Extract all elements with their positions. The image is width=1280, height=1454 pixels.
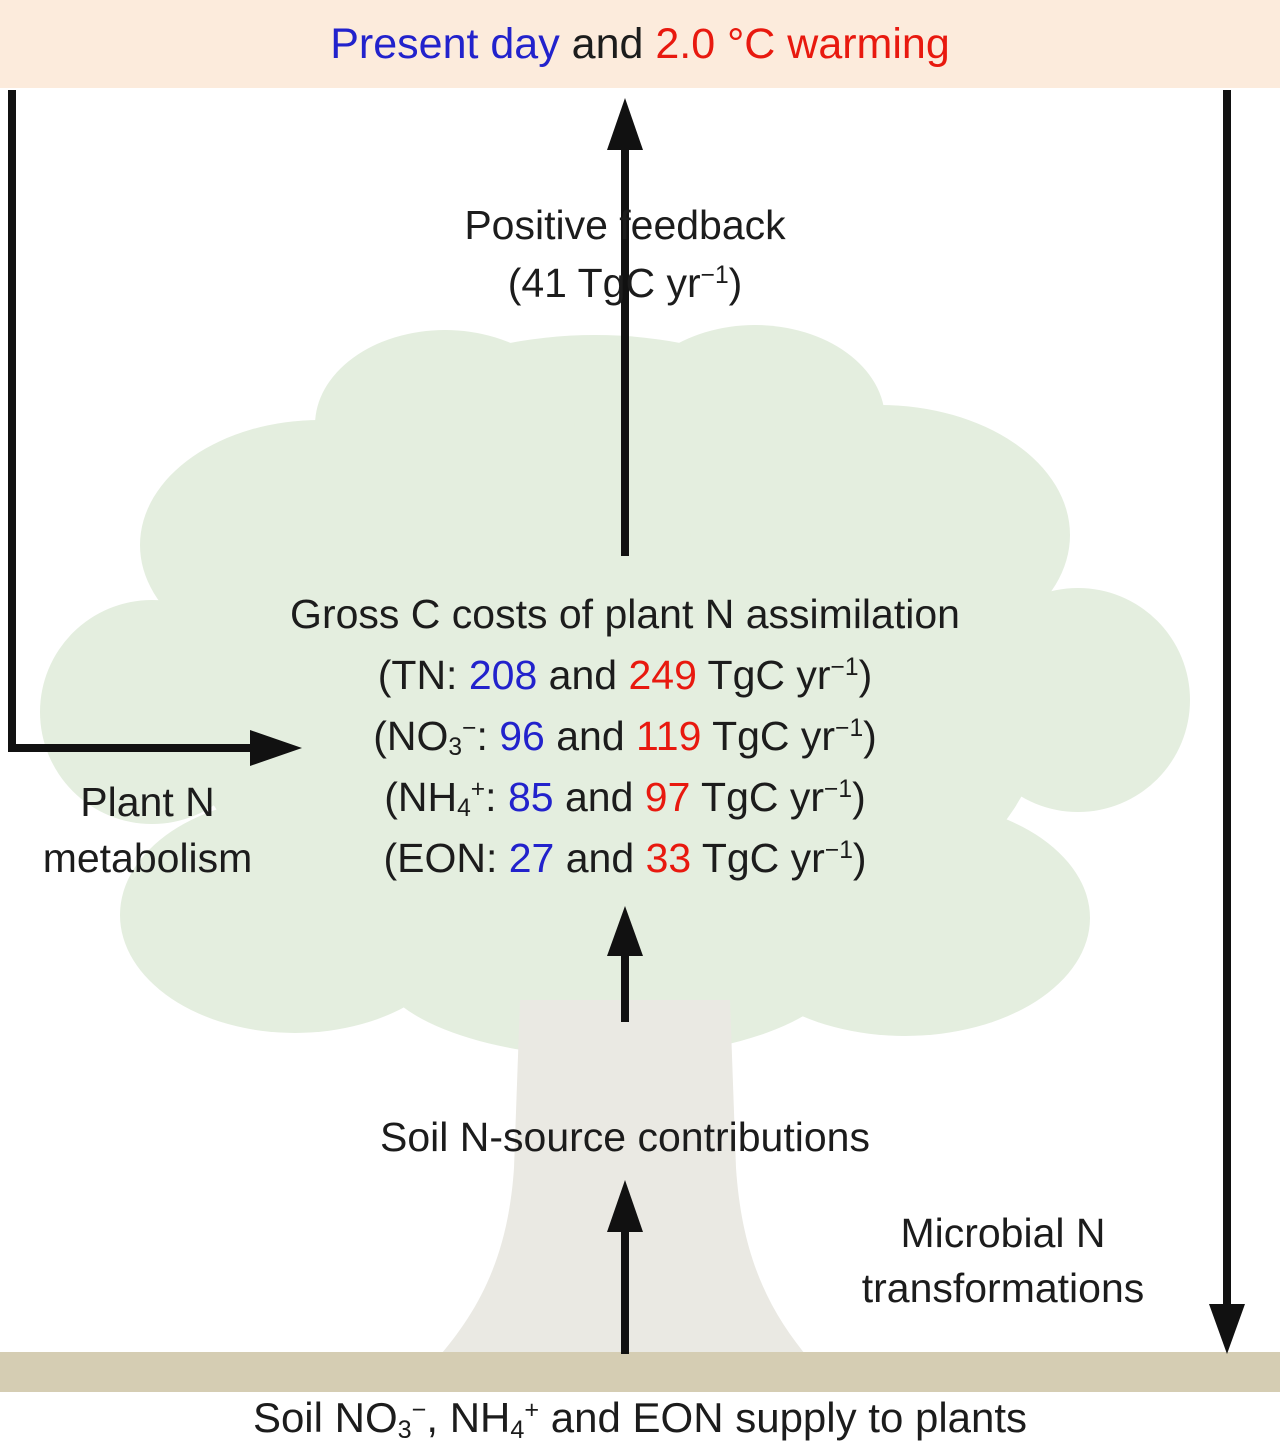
crown-line-eon: (EON: 27 and 33 TgC yr−1) [383, 835, 867, 881]
soil-to-crown-arrow [607, 906, 643, 1022]
crown-title: Gross C costs of plant N assimilation [290, 591, 960, 637]
scenario-banner-text: Present day and 2.0 °C warming [330, 20, 950, 68]
microbial-n-arrow [1209, 90, 1245, 1354]
scenario-banner: Present day and 2.0 °C warming [0, 0, 1280, 88]
crown-line-no3: (NO3−: 96 and 119 TgC yr−1) [373, 713, 877, 762]
crown-assimilation-block: Gross C costs of plant N assimilation (T… [125, 584, 1125, 889]
crown-line-tn: (TN: 208 and 249 TgC yr−1) [377, 652, 873, 698]
microbial-n-label: Microbial N transformations [788, 1206, 1218, 1316]
positive-feedback-title: Positive feedback [464, 202, 786, 248]
plant-n-line-1: Plant N [80, 779, 215, 825]
microbial-line-2: transformations [861, 1265, 1145, 1311]
soil-to-contributions-arrow [607, 1180, 643, 1354]
plant-n-metabolism-label: Plant N metabolism [0, 774, 295, 886]
positive-feedback-arrow [607, 98, 643, 556]
soil-supply-label: Soil NO3−, NH4+ and EON supply to plants [252, 1394, 1028, 1444]
microbial-line-1: Microbial N [900, 1210, 1106, 1256]
tree-trunk [436, 1000, 810, 1360]
soil-ground-bar [0, 1352, 1280, 1392]
plant-n-line-2: metabolism [42, 835, 253, 881]
soil-n-source-label: Soil N-source contributions [380, 1114, 870, 1160]
crown-line-nh4: (NH4+: 85 and 97 TgC yr−1) [384, 774, 866, 823]
positive-feedback-label: Positive feedback (41 TgC yr−1) [125, 196, 1125, 312]
positive-feedback-value: (41 TgC yr−1) [507, 260, 743, 306]
